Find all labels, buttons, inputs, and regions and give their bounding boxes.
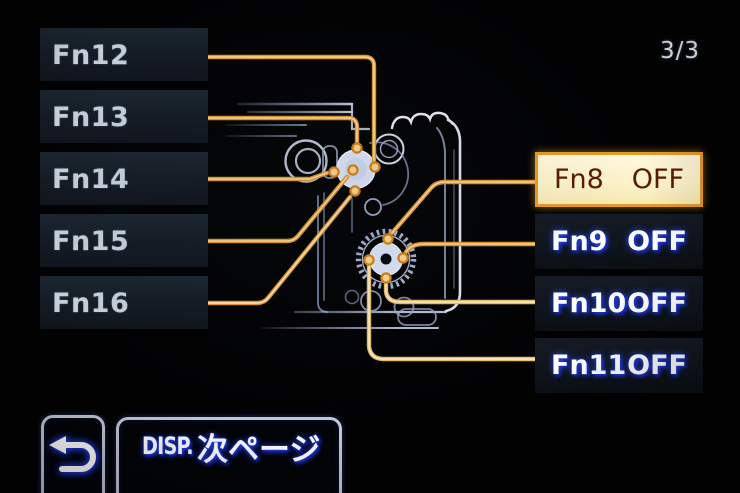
disp-next-page-button[interactable]: DISP. 次ページ xyxy=(116,417,342,493)
fn8-button[interactable]: Fn8 OFF xyxy=(535,152,703,207)
fn16-button[interactable]: Fn16 xyxy=(40,276,208,329)
fn10-button[interactable]: Fn10 OFF xyxy=(535,276,703,331)
fn16-label: Fn16 xyxy=(52,287,130,319)
page-indicator: 3/3 xyxy=(659,38,700,64)
connector-fn14 xyxy=(205,166,340,182)
fn10-value: OFF xyxy=(627,288,687,319)
connector-fn8 xyxy=(382,179,538,245)
fn8-value: OFF xyxy=(631,164,684,195)
back-button[interactable] xyxy=(41,415,105,493)
fn9-button[interactable]: Fn9 OFF xyxy=(535,214,703,269)
disp-prefix-label: DISP. xyxy=(141,432,194,460)
connector-fn10 xyxy=(380,272,538,305)
fn9-value: OFF xyxy=(627,226,687,257)
fn14-label: Fn14 xyxy=(52,163,130,195)
fn11-label: Fn11 xyxy=(551,350,627,381)
fn13-label: Fn13 xyxy=(52,101,130,133)
fn12-button[interactable]: Fn12 xyxy=(40,28,208,81)
camera-body-outline xyxy=(225,102,462,329)
fn11-value: OFF xyxy=(627,350,687,381)
fn9-label: Fn9 xyxy=(551,226,608,257)
connector-fn15 xyxy=(205,164,359,244)
fn15-label: Fn15 xyxy=(52,225,130,257)
fn8-label: Fn8 xyxy=(554,164,604,195)
connector-fn9 xyxy=(397,241,538,264)
fn12-label: Fn12 xyxy=(52,39,130,71)
fn14-button[interactable]: Fn14 xyxy=(40,152,208,205)
joystick-illustration xyxy=(364,198,382,216)
connector-fn13 xyxy=(205,115,363,154)
connector-fn11 xyxy=(363,254,538,362)
fn11-button[interactable]: Fn11 OFF xyxy=(535,338,703,393)
return-arrow-icon xyxy=(49,436,96,472)
connector-fn12 xyxy=(205,54,381,173)
connector-fn16 xyxy=(205,185,361,306)
fn15-button[interactable]: Fn15 xyxy=(40,214,208,267)
fn13-button[interactable]: Fn13 xyxy=(40,90,208,143)
next-page-label: 次ページ xyxy=(197,432,321,468)
fn10-label: Fn10 xyxy=(551,288,627,319)
